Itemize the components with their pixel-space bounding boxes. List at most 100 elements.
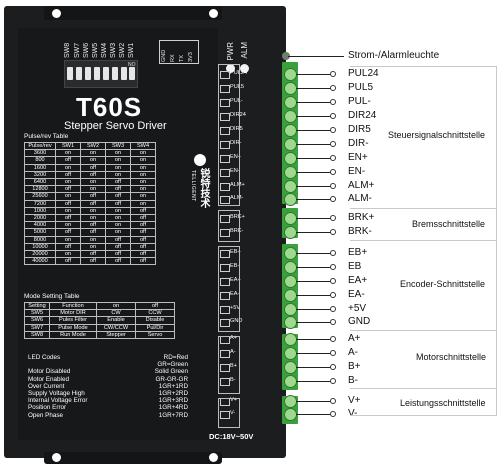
callout-line — [296, 401, 332, 402]
callout-pin-label: A- — [348, 347, 358, 358]
led-code-condition: Over Current — [28, 382, 65, 390]
dip-switch[interactable] — [103, 67, 109, 80]
led-code-pattern: Solid Green — [154, 368, 188, 376]
table-cell: CW/CCW — [96, 323, 136, 332]
table-cell: 12800 — [24, 185, 56, 194]
table-cell: on — [105, 149, 131, 158]
callout-pin-label: DIR5 — [348, 124, 371, 135]
power-rating: DC:18V~50V — [209, 432, 254, 441]
table-header: SW4 — [130, 141, 156, 151]
table-cell: 8000 — [24, 235, 56, 244]
callout-dot — [330, 250, 336, 256]
pin-label: EN+ — [230, 154, 242, 160]
table-cell: off — [55, 242, 81, 252]
callout-status-led: Strom-/Alarmleuchte — [348, 50, 440, 61]
table-cell: on — [55, 149, 81, 158]
callout-pin-label: EB — [348, 261, 362, 272]
callout-line — [296, 199, 332, 200]
callout-pin-label: BRK+ — [348, 212, 375, 223]
callout-line — [296, 381, 332, 382]
table-header: SW3 — [105, 141, 131, 151]
led-code-pattern: 1GR+3RD — [158, 397, 188, 405]
callout-pin-label: +5V — [348, 303, 367, 314]
serial-port-label: GND RX TX 3V3 — [159, 40, 199, 64]
table-cell: off — [80, 192, 106, 201]
dip-switch[interactable] — [121, 67, 127, 80]
table-cell: 4000 — [24, 221, 56, 230]
table-cell: 800 — [24, 156, 56, 165]
dip-switch[interactable] — [94, 67, 100, 80]
serial-pin-label: GND — [161, 49, 167, 62]
group-bracket — [350, 240, 497, 331]
dip-switch[interactable] — [76, 67, 82, 80]
pin-label: PUL24 — [230, 70, 248, 76]
pin-socket — [220, 229, 230, 237]
callout-dot — [330, 411, 336, 417]
callout-dot — [330, 127, 336, 133]
callout-line — [296, 172, 332, 173]
callout-dot — [330, 319, 336, 325]
led-codes-title: LED Codes — [28, 354, 61, 361]
mode-table-title: Mode Setting Table — [24, 293, 80, 300]
table-cell: on — [80, 149, 106, 158]
dip-switch-block[interactable] — [64, 60, 138, 88]
table-header: on — [96, 301, 136, 311]
callout-dot — [330, 215, 336, 221]
table-cell: 6400 — [24, 178, 56, 187]
table-cell: on — [55, 250, 81, 259]
table-cell: Pules Filter — [49, 316, 97, 325]
pin-label: PUL5 — [230, 84, 244, 90]
pin-label: EB- — [230, 263, 240, 269]
table-cell: CCW — [135, 309, 175, 318]
pin-socket — [220, 250, 230, 258]
table-cell: 20000 — [24, 250, 56, 259]
table-cell: off — [130, 206, 156, 216]
pin-label: PUL- — [230, 98, 243, 104]
callout-pin-label: BRK- — [348, 226, 372, 237]
dip-switch[interactable] — [112, 67, 118, 80]
callout-dot — [330, 350, 336, 356]
group-bracket — [350, 208, 497, 241]
table-cell: on — [80, 156, 106, 165]
dip-switch[interactable] — [85, 67, 91, 80]
table-cell: off — [105, 185, 131, 194]
pin-label: BRK+ — [230, 214, 245, 220]
pin-socket — [220, 85, 230, 93]
pin-label: +5V — [230, 305, 241, 311]
table-cell: 2000 — [24, 214, 56, 223]
callout-line — [296, 281, 332, 282]
control-pin-group — [218, 64, 240, 206]
sw-header: SW6 — [83, 42, 90, 58]
callout-dot — [330, 278, 336, 284]
dip-switch[interactable] — [129, 67, 135, 80]
table-header: off — [135, 301, 175, 311]
callout-pin-label: PUL5 — [348, 82, 374, 93]
dip-switch[interactable] — [67, 67, 73, 80]
table-cell: Stepper — [96, 330, 136, 340]
table-header: SW2 — [80, 141, 106, 151]
callout-dot — [330, 71, 336, 77]
table-cell: Motor DIR — [49, 309, 97, 318]
pin-socket — [220, 113, 230, 121]
callout-line — [296, 144, 332, 145]
pin-socket — [220, 364, 230, 372]
pin-label: ALM+ — [230, 182, 245, 188]
callout-line — [296, 74, 332, 75]
pin-socket — [220, 141, 230, 149]
led-code-condition: Position Error — [28, 404, 67, 412]
table-cell: CW — [96, 309, 136, 318]
table-cell: on — [130, 163, 156, 172]
pin-label: ALM- — [230, 195, 244, 201]
model-name: T60S — [76, 92, 143, 122]
callout-line — [296, 322, 332, 323]
group-brake: Bremsschnittstelle — [412, 219, 486, 229]
